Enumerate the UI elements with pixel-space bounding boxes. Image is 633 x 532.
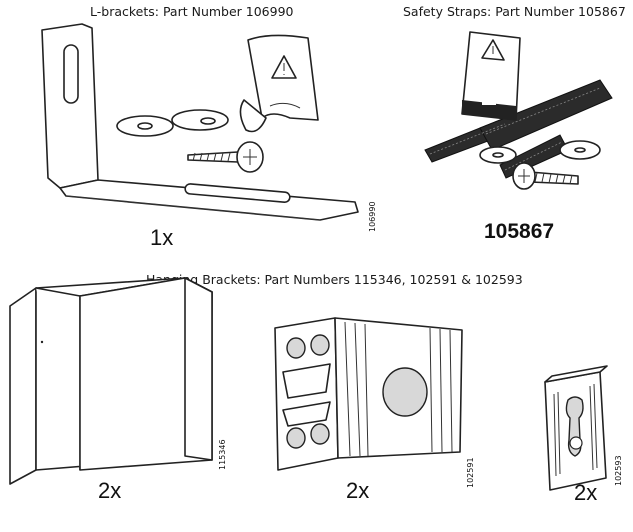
l-brackets-caption: L-brackets: Part Number 106990 xyxy=(90,4,294,19)
hanging-brackets-caption: Hanging Brackets: Part Numbers 115346, 1… xyxy=(146,272,523,287)
l-bracket-quantity: 1x xyxy=(150,225,174,250)
safety-straps-caption: Safety Straps: Part Number 105867 xyxy=(403,4,626,19)
safety-strap-part-number: 105867 xyxy=(484,220,555,243)
corner-bracket-quantity: 2x xyxy=(346,478,370,503)
keyhole-plate-part-number: 102593 xyxy=(614,455,623,486)
block-bracket-quantity: 2x xyxy=(98,478,122,503)
keyhole-plate-quantity: 2x xyxy=(574,480,598,505)
